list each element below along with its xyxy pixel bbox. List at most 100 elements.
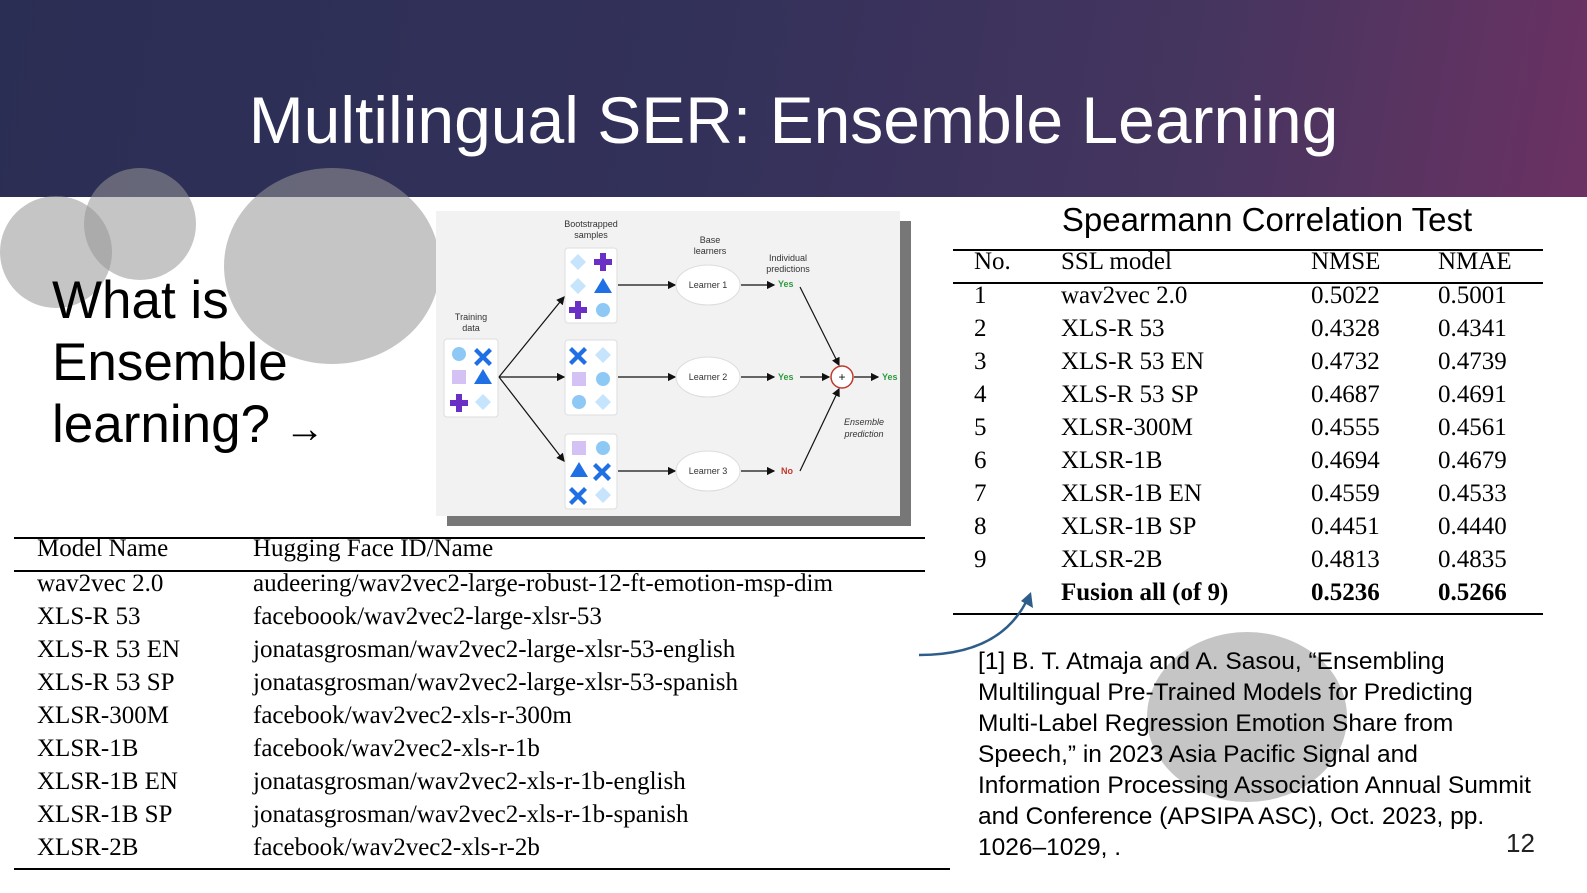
sp-nmae: 0.4739 bbox=[1438, 348, 1507, 375]
question-line-1: What is bbox=[52, 271, 229, 330]
sp-model: XLSR-1B EN bbox=[1061, 480, 1202, 507]
cross-icon bbox=[569, 487, 587, 505]
hf-table-header-rule bbox=[14, 570, 925, 572]
ensemble-label-2: prediction bbox=[843, 429, 883, 439]
hf-model-id: jonatasgrosman/wav2vec2-large-xlsr-53-sp… bbox=[253, 669, 739, 696]
diamond-icon bbox=[595, 487, 611, 503]
sp-nmae: 0.4835 bbox=[1438, 546, 1507, 573]
sp-table-header-rule bbox=[953, 282, 1543, 284]
sp-nmse: 0.4694 bbox=[1311, 447, 1380, 474]
sp-header-no: No. bbox=[974, 248, 1011, 275]
arrow-to-combiner-1 bbox=[799, 286, 840, 367]
circle-icon bbox=[452, 347, 466, 361]
training-data-label-2: data bbox=[462, 323, 480, 333]
sp-nmae: 0.4440 bbox=[1438, 513, 1507, 540]
hf-table-bottom-rule bbox=[14, 868, 950, 870]
sp-no: 6 bbox=[974, 447, 987, 474]
ensemble-diagram: Bootstrapped samples Base learners Indiv… bbox=[436, 211, 900, 516]
base-learners-label-2: learners bbox=[694, 246, 727, 256]
plus-shape-icon bbox=[594, 253, 612, 271]
circle-icon bbox=[596, 303, 610, 317]
hf-model-id: audeering/wav2vec2-large-robust-12-ft-em… bbox=[253, 570, 833, 597]
hf-model-id: faceboook/wav2vec2-large-xlsr-53 bbox=[253, 603, 602, 630]
sp-header-nmse: NMSE bbox=[1311, 248, 1381, 275]
hf-model-name: wav2vec 2.0 bbox=[37, 570, 164, 597]
question-line-3: learning? → bbox=[52, 394, 325, 460]
question-line-3-text: learning? bbox=[52, 395, 271, 454]
sp-model: Fusion all (of 9) bbox=[1061, 579, 1229, 606]
diamond-icon bbox=[570, 254, 586, 270]
sp-nmae: 0.4341 bbox=[1438, 315, 1507, 342]
sp-model: wav2vec 2.0 bbox=[1061, 282, 1188, 309]
sp-nmae: 0.4533 bbox=[1438, 480, 1507, 507]
sp-header-ssl-model: SSL model bbox=[1061, 248, 1172, 275]
sp-table-bottom-rule bbox=[953, 613, 1543, 615]
combiner-plus-icon bbox=[830, 365, 854, 389]
cross-icon bbox=[474, 348, 492, 366]
sp-no: 8 bbox=[974, 513, 987, 540]
sp-nmse: 0.4555 bbox=[1311, 414, 1380, 441]
decorative-circle-large bbox=[224, 168, 440, 364]
hf-model-name: XLS-R 53 bbox=[37, 603, 141, 630]
sp-nmae: 0.4679 bbox=[1438, 447, 1507, 474]
sp-model: XLSR-300M bbox=[1061, 414, 1193, 441]
decorative-circle-small-right bbox=[84, 168, 196, 280]
learner-1-label: Learner 1 bbox=[689, 280, 728, 290]
square-icon bbox=[452, 370, 466, 384]
prediction-2: Yes bbox=[778, 372, 794, 382]
sp-nmae: 0.5266 bbox=[1438, 579, 1507, 606]
sp-header-nmae: NMAE bbox=[1438, 248, 1512, 275]
square-icon bbox=[572, 372, 586, 386]
bootstrapped-label-2: samples bbox=[574, 230, 608, 240]
hf-model-name: XLSR-1B SP bbox=[37, 801, 173, 828]
right-arrow-icon: → bbox=[284, 407, 325, 451]
final-prediction: Yes bbox=[882, 372, 898, 382]
sp-no: 4 bbox=[974, 381, 987, 408]
sp-nmse: 0.4813 bbox=[1311, 546, 1380, 573]
slide-title: Multilingual SER: Ensemble Learning bbox=[248, 83, 1339, 157]
sp-nmse: 0.4687 bbox=[1311, 381, 1380, 408]
sp-nmae: 0.5001 bbox=[1438, 282, 1507, 309]
bootstrapped-label-1: Bootstrapped bbox=[564, 219, 618, 229]
sp-model: XLSR-1B bbox=[1061, 447, 1163, 474]
sp-table-top-rule bbox=[953, 249, 1543, 251]
ensemble-diagram-svg: Bootstrapped samples Base learners Indiv… bbox=[443, 219, 898, 510]
sp-no: 3 bbox=[974, 348, 987, 375]
sp-no: 9 bbox=[974, 546, 987, 573]
individual-predictions-label-1: Individual bbox=[769, 253, 807, 263]
prediction-1: Yes bbox=[778, 279, 794, 289]
learner-2-node bbox=[675, 356, 741, 398]
sp-nmae: 0.4691 bbox=[1438, 381, 1507, 408]
sp-no: 2 bbox=[974, 315, 987, 342]
combiner-plus-symbol: + bbox=[838, 370, 845, 384]
table-row: 8 XLSR-1B SP 0.4451 0.4440 bbox=[953, 513, 1543, 546]
base-learners-label-1: Base bbox=[700, 235, 721, 245]
sp-nmse: 0.4451 bbox=[1311, 513, 1380, 540]
ensemble-question: What is Ensemble learning? → bbox=[52, 270, 325, 460]
cross-icon bbox=[569, 347, 587, 365]
triangle-icon bbox=[594, 278, 612, 293]
circle-icon bbox=[572, 395, 586, 409]
hf-table-header: Model Name Hugging Face ID/Name bbox=[14, 535, 950, 568]
table-row: 6 XLSR-1B 0.4694 0.4679 bbox=[953, 447, 1543, 480]
arrow-to-combiner-3 bbox=[799, 387, 840, 472]
sp-model: XLSR-1B SP bbox=[1061, 513, 1197, 540]
decorative-circle-citation bbox=[1147, 632, 1347, 802]
sp-nmse: 0.4328 bbox=[1311, 315, 1380, 342]
spearmann-title: Spearmann Correlation Test bbox=[1061, 201, 1473, 238]
learner-1-node bbox=[675, 264, 741, 306]
sp-table-header: No. SSL model NMSE NMAE bbox=[953, 248, 1543, 281]
sp-no: 1 bbox=[974, 282, 987, 309]
question-line-2: Ensemble bbox=[52, 333, 288, 392]
diamond-icon bbox=[595, 394, 611, 410]
